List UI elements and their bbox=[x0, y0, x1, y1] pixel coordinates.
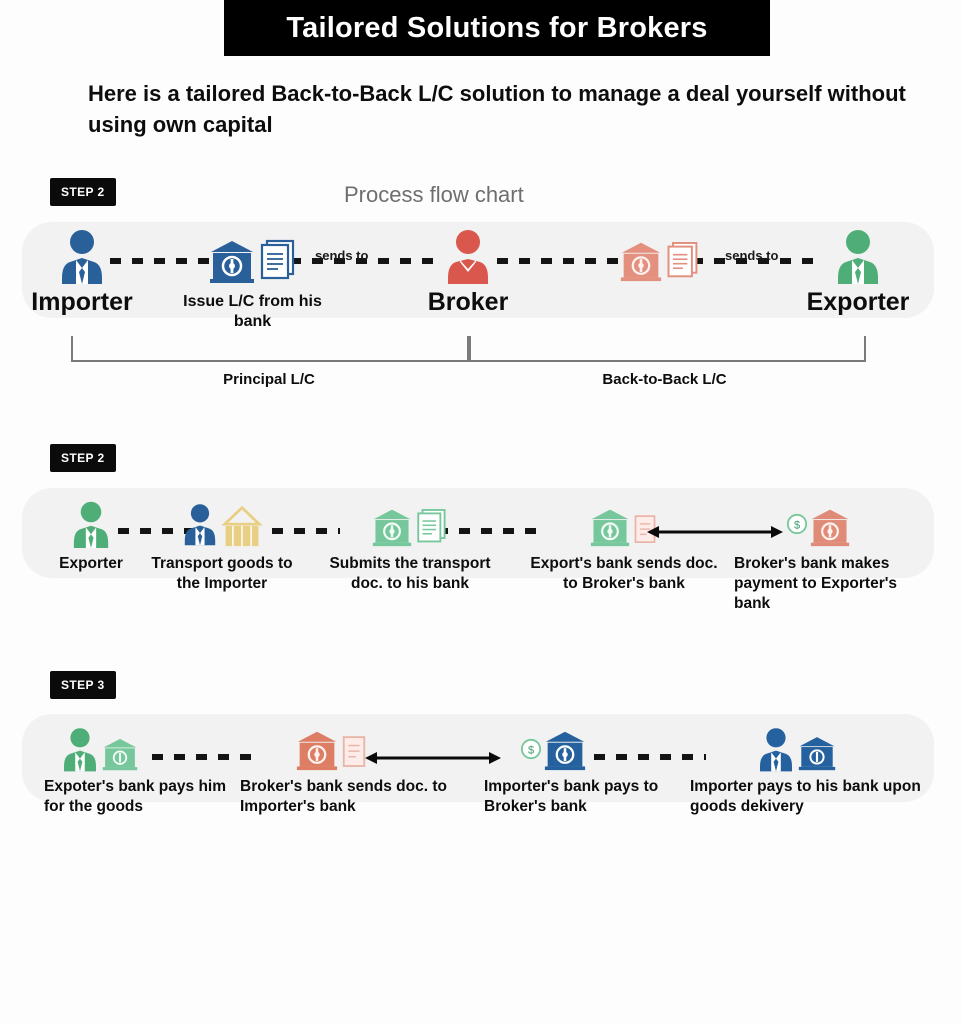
node-importer-bank-pays-label: Importer's bank pays to Broker's bank bbox=[484, 778, 659, 816]
connector-dashes-2b bbox=[272, 528, 340, 534]
bank-green-icon bbox=[372, 509, 412, 547]
step-badge-1: STEP 2 bbox=[50, 178, 116, 206]
node-importer-pays-bank-icons bbox=[756, 726, 836, 772]
node-transport-goods-icons bbox=[181, 500, 263, 548]
coin-green-icon: $ bbox=[520, 738, 542, 760]
person-green-icon bbox=[64, 728, 96, 772]
node-broker-bank-sends-doc[interactable]: Broker's bank sends doc. to Importer's b… bbox=[240, 726, 458, 817]
node-export-bank-sends-doc-icons bbox=[590, 500, 658, 548]
bidirectional-arrow-2 bbox=[363, 750, 503, 766]
bank-red-icon bbox=[810, 509, 850, 547]
node-transport-goods-label: Transport goods to the Importer bbox=[151, 555, 293, 593]
document-red-icon bbox=[342, 736, 366, 767]
node-export-bank-sends-doc[interactable]: Export's bank sends doc. to Broker's ban… bbox=[528, 500, 720, 594]
page-title: Tailored Solutions for Brokers bbox=[286, 11, 708, 44]
node-exporter-bank-pays-label: Expoter's bank pays him for the goods bbox=[44, 778, 226, 816]
person-blue-icon bbox=[760, 728, 792, 772]
node-importer-bank-pays[interactable]: $ Importer's bank pays to Broker's bank bbox=[484, 726, 684, 817]
bracket-back-to-back-lc-label: Back-to-Back L/C bbox=[602, 371, 727, 388]
node-broker-bank-docs-icons bbox=[620, 236, 700, 282]
node-exporter-bank-pays-icons bbox=[60, 726, 138, 772]
person-blue-icon bbox=[62, 230, 102, 284]
node-broker-bank-docs[interactable] bbox=[620, 236, 700, 282]
connector-dashes-1d bbox=[692, 258, 822, 264]
bracket-principal-lc bbox=[71, 336, 471, 362]
bracket-back-to-back-lc bbox=[467, 336, 866, 362]
document-green-icon bbox=[417, 509, 446, 543]
node-broker-icons bbox=[443, 228, 493, 284]
bank-red-icon bbox=[620, 242, 662, 282]
node-export-bank-sends-doc-label: Export's bank sends doc. to Broker's ban… bbox=[530, 555, 718, 593]
node-importer-pays-bank[interactable]: Importer pays to his bank upon goods dek… bbox=[690, 726, 922, 817]
node-importer-label: Importer bbox=[31, 288, 133, 316]
node-exporter-label: Exporter bbox=[806, 288, 910, 316]
connector-dashes-1a bbox=[110, 258, 215, 264]
bank-green-icon bbox=[102, 738, 138, 771]
shipping-container-icon bbox=[221, 505, 263, 547]
node-broker-bank-sends-doc-label: Broker's bank sends doc. to Importer's b… bbox=[240, 778, 447, 816]
person-red-icon bbox=[448, 230, 488, 284]
coin-green-icon: $ bbox=[786, 513, 808, 535]
node-importer[interactable]: Importer bbox=[31, 228, 133, 317]
node-exporter-bank-pays[interactable]: Expoter's bank pays him for the goods bbox=[44, 726, 236, 817]
title-banner: Tailored Solutions for Brokers bbox=[224, 0, 770, 56]
connector-dashes-1b bbox=[290, 258, 435, 264]
node-issue-lc[interactable]: Issue L/C from his bank bbox=[180, 234, 325, 332]
node-transport-goods[interactable]: Transport goods to the Importer bbox=[148, 500, 296, 594]
node-submit-transport-doc[interactable]: Submits the transport doc. to his bank bbox=[314, 500, 506, 594]
step-badge-3: STEP 3 bbox=[50, 671, 116, 699]
node-submit-transport-doc-icons bbox=[372, 500, 448, 548]
bank-green-icon bbox=[590, 509, 630, 547]
node-exporter-2-label: Exporter bbox=[59, 555, 123, 572]
process-flow-chart-label: Process flow chart bbox=[344, 182, 524, 207]
bank-blue-icon bbox=[209, 241, 254, 283]
node-importer-bank-pays-icons: $ bbox=[520, 726, 586, 772]
node-issue-lc-label: Issue L/C from his bank bbox=[183, 293, 322, 331]
node-broker-label: Broker bbox=[427, 288, 509, 316]
connector-dashes-2c bbox=[437, 528, 537, 534]
bidirectional-arrow-1 bbox=[645, 524, 785, 540]
step-badge-2: STEP 2 bbox=[50, 444, 116, 472]
svg-text:$: $ bbox=[528, 745, 534, 757]
node-broker-bank-payment-icons: $ bbox=[786, 500, 850, 548]
node-exporter-2[interactable]: Exporter bbox=[52, 500, 130, 574]
svg-text:$: $ bbox=[794, 520, 800, 532]
node-exporter-2-icons bbox=[69, 500, 113, 548]
connector-label-1: sends to bbox=[315, 248, 369, 263]
document-red-icon bbox=[667, 242, 698, 278]
connector-dashes-2a bbox=[118, 528, 196, 534]
person-green-icon bbox=[73, 501, 109, 548]
bank-blue-icon bbox=[544, 731, 586, 771]
node-exporter[interactable]: Exporter bbox=[807, 228, 909, 317]
bank-red-icon bbox=[296, 731, 338, 771]
node-broker[interactable]: Broker bbox=[428, 228, 508, 317]
bank-blue-icon bbox=[798, 737, 836, 771]
node-broker-bank-payment-label: Broker's bank makes payment to Exporter'… bbox=[734, 555, 898, 613]
node-importer-icons bbox=[57, 228, 107, 284]
node-issue-lc-icons bbox=[209, 234, 297, 284]
connector-dashes-3b bbox=[594, 754, 706, 760]
connector-dashes-1c bbox=[497, 258, 622, 264]
node-importer-pays-bank-label: Importer pays to his bank upon goods dek… bbox=[690, 778, 921, 816]
connector-label-2: sends to bbox=[725, 248, 779, 263]
node-exporter-icons bbox=[833, 228, 883, 284]
page-subtitle: Here is a tailored Back-to-Back L/C solu… bbox=[88, 81, 906, 138]
person-blue-icon bbox=[184, 504, 216, 546]
node-broker-bank-sends-doc-icons bbox=[296, 726, 368, 772]
person-green-icon bbox=[838, 230, 878, 284]
node-submit-transport-doc-label: Submits the transport doc. to his bank bbox=[329, 555, 491, 593]
node-broker-bank-payment[interactable]: $ Broker's bank makes payment to Exporte… bbox=[734, 500, 934, 614]
bracket-principal-lc-label: Principal L/C bbox=[223, 371, 315, 388]
document-blue-icon bbox=[260, 239, 294, 280]
connector-dashes-3a bbox=[152, 754, 260, 760]
